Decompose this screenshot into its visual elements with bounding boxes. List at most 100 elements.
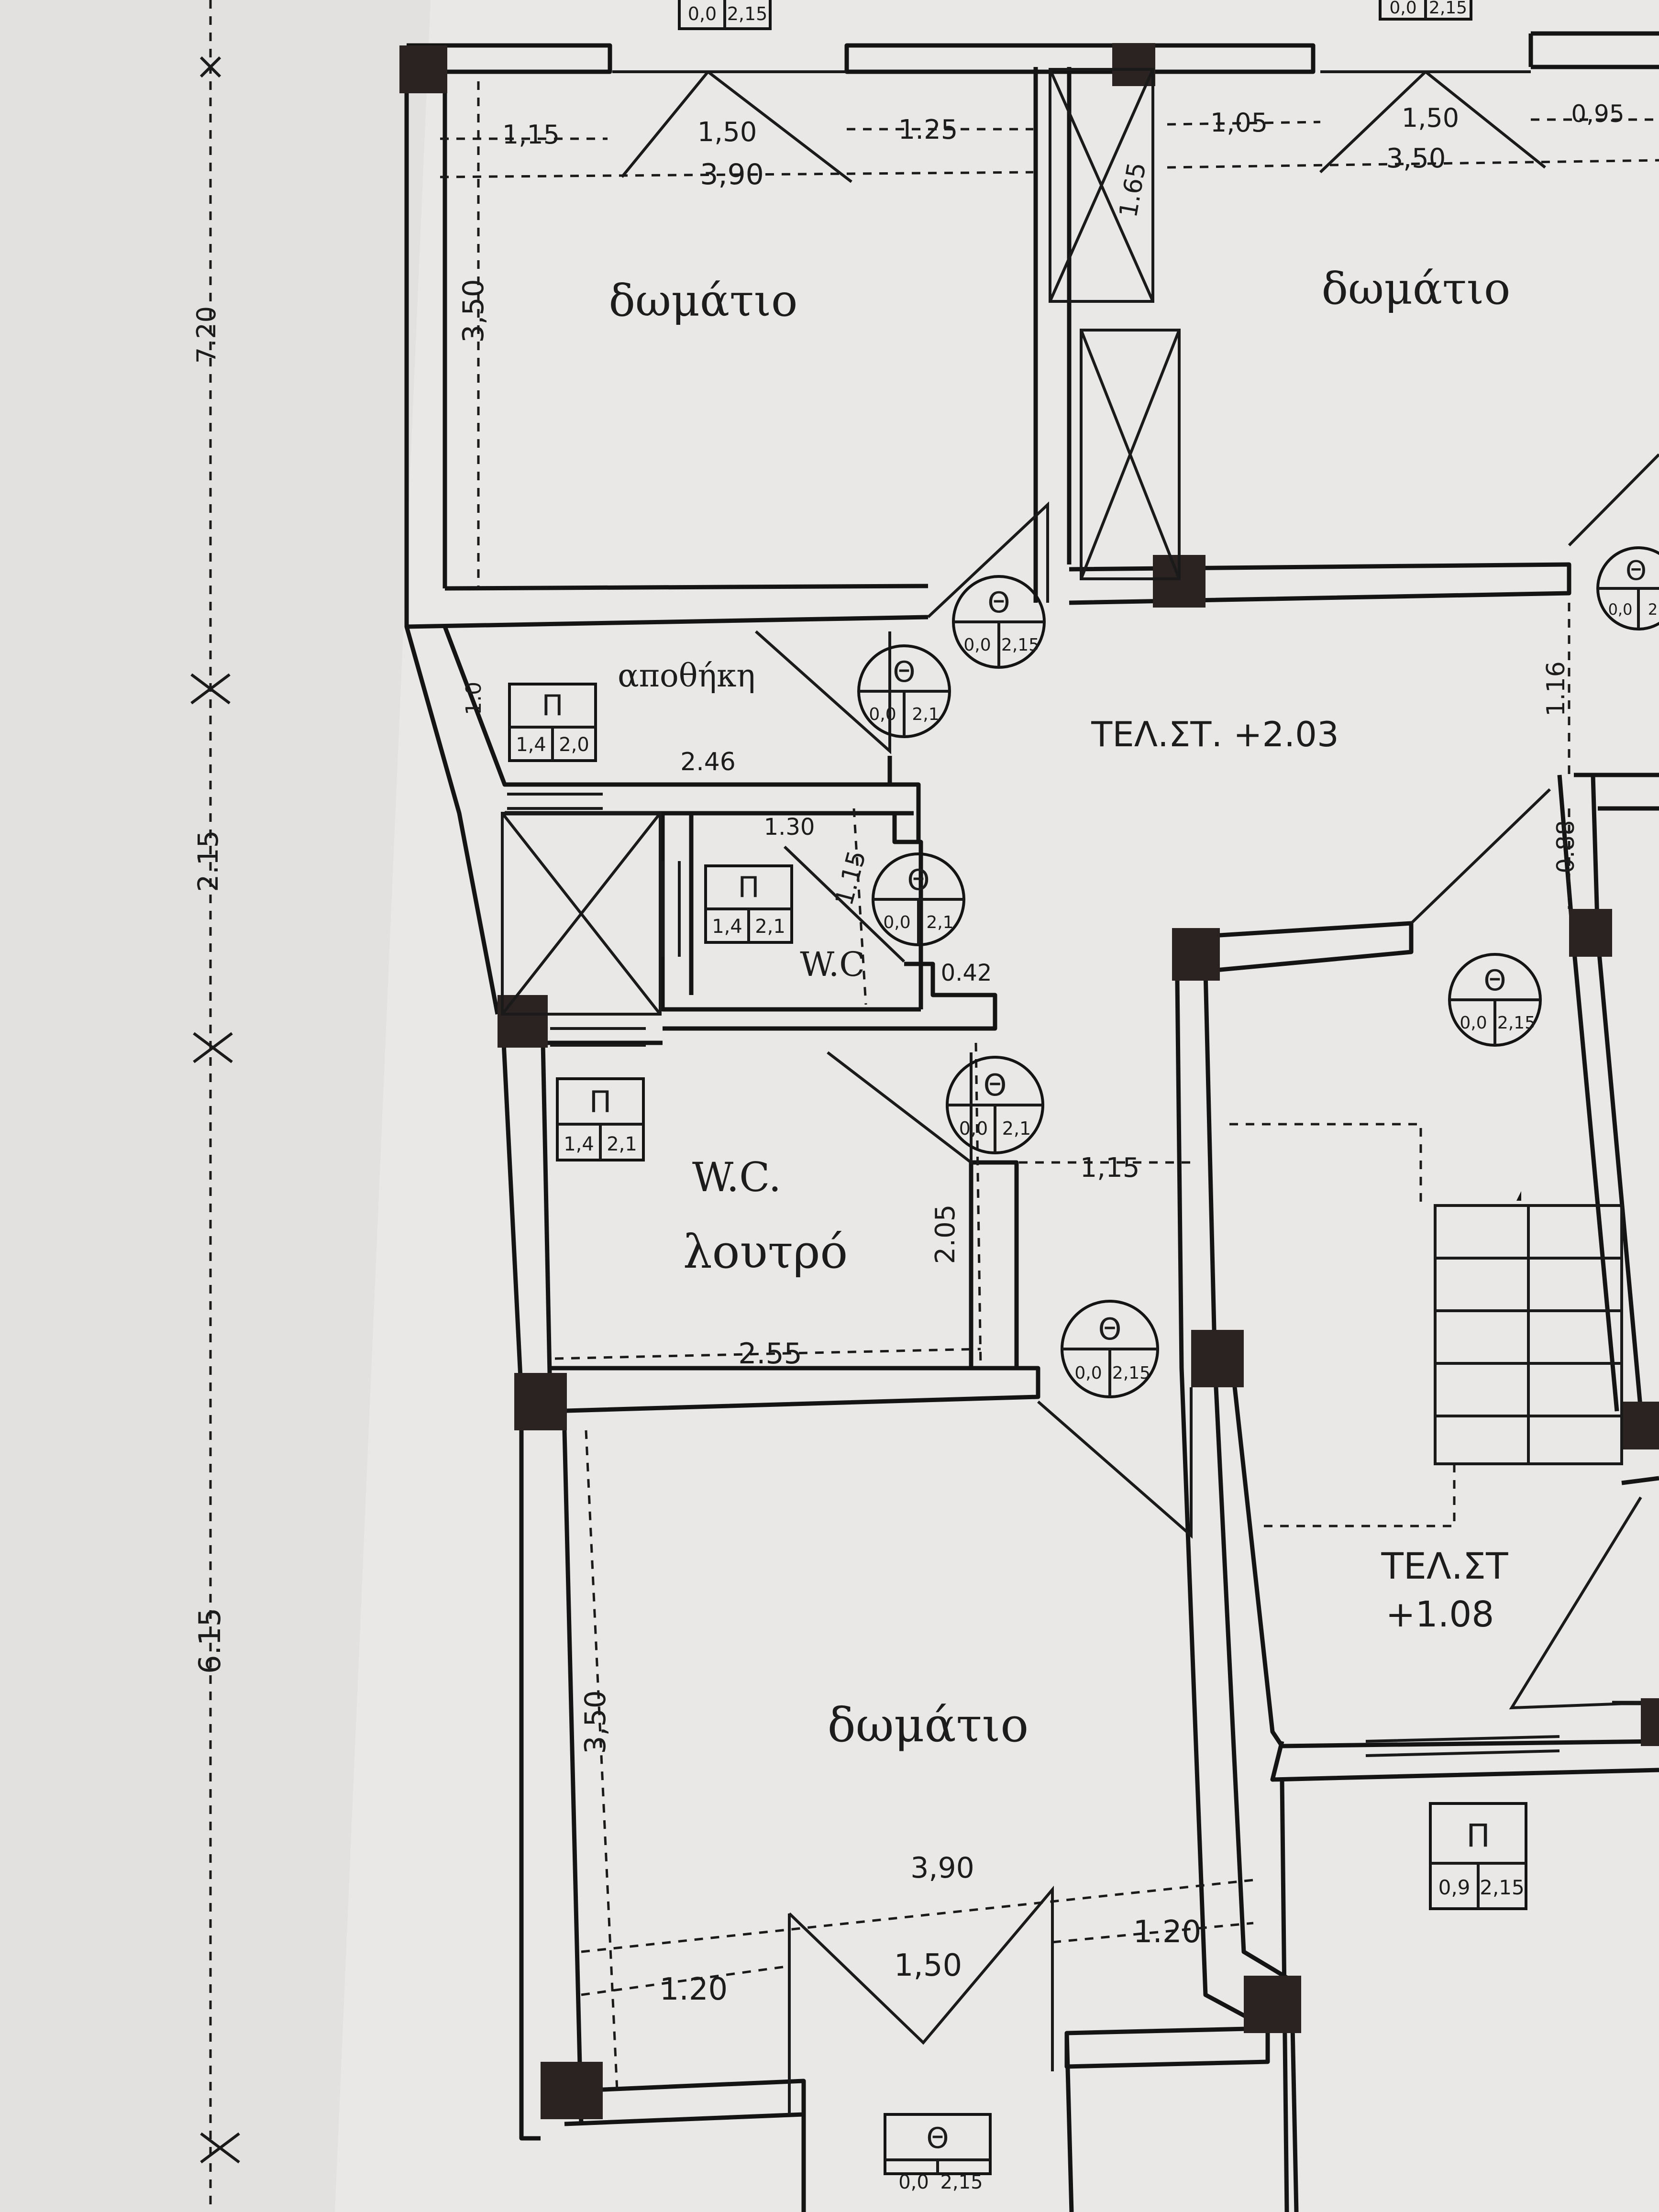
window-mark-letter: Θ — [1098, 1312, 1122, 1347]
svg-text:2,15: 2,15 — [940, 2171, 983, 2193]
door-mark-4: Π 0,9 2,15 — [1429, 1802, 1527, 1910]
svg-text:2,1: 2,1 — [926, 913, 953, 932]
dim-1-50-top-left: 1,50 — [697, 117, 757, 148]
dim-1-0: 1.0 — [462, 682, 486, 715]
svg-text:2,15: 2,15 — [1497, 1013, 1536, 1033]
window-mark-4: Θ 0,0 2,1 — [946, 1056, 1044, 1154]
window-mark-8: Θ 0,0 2,15 — [884, 2113, 992, 2193]
dim-1-16: 1.16 — [1542, 661, 1571, 717]
door-mark-letter: Π — [1466, 1817, 1490, 1854]
dim-0-88: 0.88 — [1552, 820, 1580, 873]
dim-3-50-left: 3,50 — [457, 279, 490, 343]
dim-2-05: 2.05 — [930, 1205, 961, 1264]
level-upper: ΤΕΛ.ΣΤ. +2.03 — [1091, 714, 1339, 754]
window-mark-5: Θ 0,0 2,15 — [1061, 1300, 1159, 1398]
svg-text:2,1: 2,1 — [607, 1133, 637, 1155]
tick-mark-1 — [190, 673, 231, 705]
left-dimension-chain — [190, 0, 240, 2212]
window-mark-letter: Θ — [987, 586, 1010, 619]
top-mark-left: 0,0 2,15 — [678, 0, 772, 30]
dim-1-30: 1.30 — [764, 814, 815, 841]
svg-text:0,0: 0,0 — [688, 3, 717, 24]
window-mark-letter: Θ — [1626, 555, 1647, 586]
svg-text:1,4: 1,4 — [564, 1133, 594, 1155]
dim-6-15-vertical: 6.15 — [192, 1608, 227, 1674]
svg-text:0,0: 0,0 — [898, 2171, 929, 2193]
svg-text:2,1: 2,1 — [755, 916, 785, 938]
dim-1-50-top-right: 1,50 — [1402, 103, 1459, 133]
staircase — [1229, 1123, 1623, 1527]
svg-text:2,15: 2,15 — [1429, 0, 1467, 18]
svg-text:2,15: 2,15 — [727, 3, 768, 24]
dim-2-15-vertical: 2.15 — [192, 830, 224, 892]
svg-text:0,0: 0,0 — [1460, 1013, 1487, 1033]
level-labels: ΤΕΛ.ΣΤ. +2.03 ΤΕΛ.ΣΤ +1.08 — [1091, 714, 1508, 1635]
window-mark-6: Θ 0,0 2,15 — [1448, 953, 1542, 1047]
room-label-wc-bath-line1: W.C. — [692, 1154, 781, 1201]
window-mark-letter: Θ — [926, 2122, 949, 2155]
svg-text:0,9: 0,9 — [1438, 1876, 1471, 1899]
window-mark-letter: Θ — [1483, 964, 1506, 997]
top-mark-right: 0,0 2,15 — [1379, 0, 1472, 21]
paper-shadow — [0, 0, 431, 2212]
dim-1-20-left: 1.20 — [660, 1972, 728, 2007]
svg-text:2,1: 2,1 — [1002, 1118, 1031, 1139]
walls — [404, 31, 1659, 2212]
dim-1-25-top: 1.25 — [898, 114, 958, 145]
door-mark-letter: Π — [738, 871, 759, 904]
level-lower-line1: ΤΕΛ.ΣΤ — [1381, 1545, 1508, 1587]
svg-text:2,0: 2,0 — [559, 734, 589, 756]
level-lower-line2: +1.08 — [1386, 1594, 1494, 1635]
dim-3-50-bottom: 3,50 — [579, 1690, 612, 1754]
room-label-wc-small: W.C — [800, 945, 865, 984]
window-mark-letter: Θ — [893, 655, 915, 689]
dim-3-50-top-right: 3,50 — [1386, 143, 1446, 174]
window-mark-letter: Θ — [984, 1068, 1007, 1103]
svg-text:1,4: 1,4 — [516, 734, 546, 756]
dim-1-05: 1,05 — [1210, 108, 1268, 138]
svg-text:1,4: 1,4 — [712, 916, 742, 938]
svg-text:2,15: 2,15 — [1001, 635, 1040, 655]
door-mark-1: Π 1,4 2,0 — [508, 683, 597, 762]
room-label-top-left: δωμάτιο — [609, 275, 798, 326]
room-label-top-right: δωμάτιο — [1322, 263, 1511, 314]
door-mark-letter: Π — [589, 1084, 612, 1119]
svg-text:2,15: 2,15 — [1480, 1876, 1525, 1899]
svg-text:0,0: 0,0 — [1389, 0, 1416, 18]
svg-text:0,0: 0,0 — [883, 913, 910, 932]
svg-text:0,0: 0,0 — [963, 635, 991, 655]
dim-1-20-right: 1.20 — [1133, 1914, 1202, 1950]
svg-text:0,0: 0,0 — [869, 705, 896, 724]
svg-text:0,0: 0,0 — [959, 1118, 988, 1139]
window-mark-3: Θ 0,0 2,1 — [872, 852, 965, 946]
door-mark-letter: Π — [542, 689, 563, 722]
dim-0-95: 0,95 — [1571, 100, 1624, 128]
dim-2-46: 2.46 — [680, 748, 736, 776]
dim-3-90-bottom: 3,90 — [910, 1851, 974, 1885]
svg-text:2,1: 2,1 — [912, 705, 939, 724]
tick-mark-3 — [200, 2132, 240, 2164]
window-mark-1: Θ 0,0 2,15 — [952, 575, 1046, 669]
door-mark-3: Π 1,4 2,1 — [556, 1077, 645, 1161]
tick-mark-2 — [193, 1032, 233, 1063]
shaft-hatching — [501, 68, 1560, 1757]
dim-1-15-top: 1,15 — [502, 120, 560, 150]
dim-3-90-top: 3,90 — [700, 158, 764, 191]
dim-1-50-bottom: 1,50 — [894, 1948, 962, 1983]
room-label-storage: αποθήκη — [618, 657, 755, 694]
room-label-wc-bath-line2: λουτρό — [683, 1225, 848, 1279]
dim-1-15-mid: 1,15 — [1080, 1152, 1140, 1183]
window-mark-2: Θ 0,0 2,1 — [857, 644, 951, 738]
window-mark-letter: Θ — [907, 863, 929, 897]
door-mark-2: Π 1,4 2,1 — [704, 864, 793, 944]
room-label-bottom: δωμάτιο — [828, 1698, 1029, 1753]
columns — [399, 43, 1659, 2119]
svg-text:0,0: 0,0 — [1074, 1363, 1102, 1383]
dim-7-20-vertical: 7.20 — [191, 306, 221, 364]
room-labels: δωμάτιο δωμάτιο δωμάτιο αποθήκη W.C W.C.… — [609, 263, 1511, 1753]
svg-text:2,15: 2,15 — [1112, 1363, 1150, 1383]
dim-2-55: 2.55 — [738, 1337, 802, 1371]
window-mark-7: Θ 0,0 2 — [1596, 546, 1659, 630]
tick-mark-top — [199, 56, 221, 78]
